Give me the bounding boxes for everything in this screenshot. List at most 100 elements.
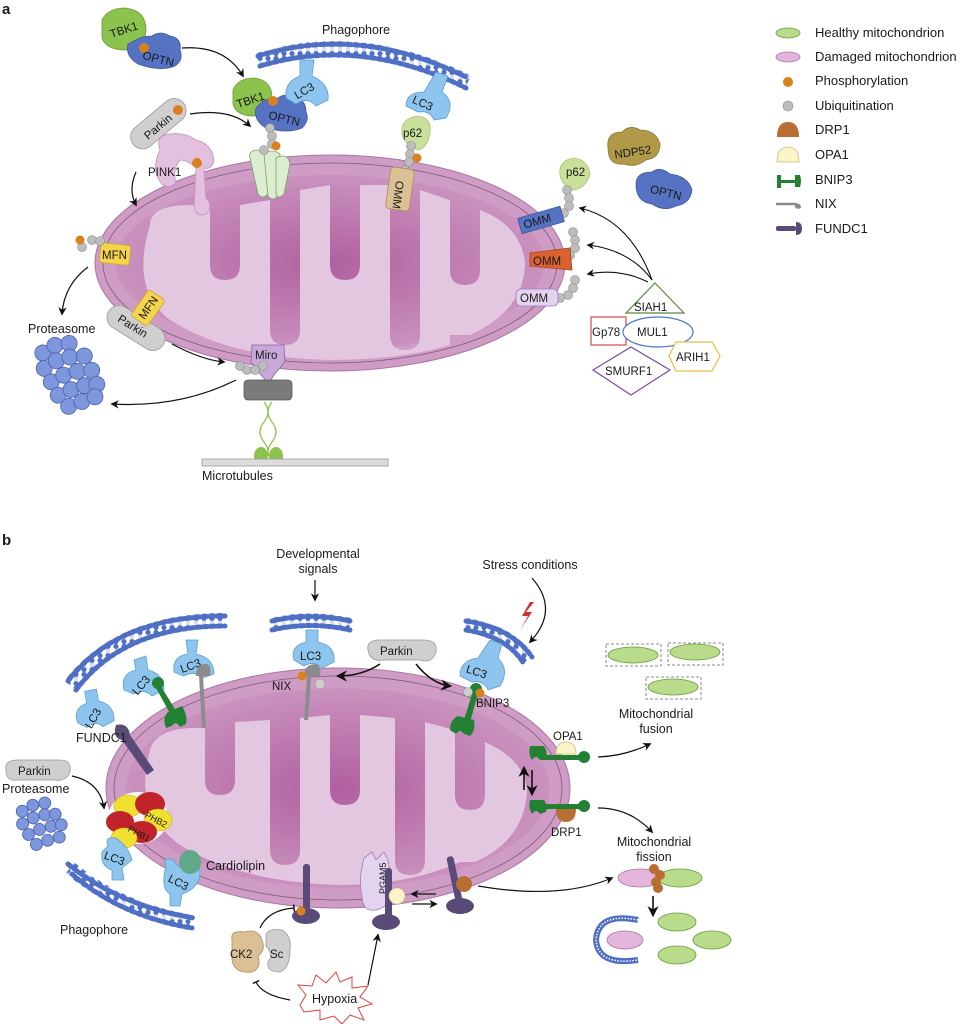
bnip3-drp1 [529,800,590,822]
lc3-a2: LC3 [405,71,451,121]
svg-text:FUNDC1: FUNDC1 [815,221,868,236]
legend-item-bnip3: BNIP3 [777,172,853,188]
lightning-icon [520,602,534,630]
ubiquitin-chains-right [555,185,580,303]
fission-label-line2: fission [636,850,671,864]
optn-right: OPTN [635,169,693,209]
omm-blue: OMM [517,205,565,235]
microtubule [201,458,389,467]
fission-label-line1: Mitochondrial [617,835,691,849]
bnip3-b-left [152,677,187,728]
bnip3-label: BNIP3 [476,698,509,710]
arrow-e3-to-omm-blue [578,205,653,281]
stress-conditions-label: Stress conditions [482,558,577,572]
fusion-label-line2: fusion [639,722,672,736]
legend-item-fundc1: FUNDC1 [776,221,868,236]
tom-channel [249,149,291,200]
mitophagy-engulfment [592,915,644,964]
arrow-to-fission [597,807,654,834]
lc3-b-phb: LC3 [101,837,133,881]
arrow-parkin-to-nix [335,663,381,682]
sc-label: Sc [270,949,284,961]
svg-text:Healthy mitochondrion: Healthy mitochondrion [815,25,944,40]
arrow-parkin-to-bnip3 [415,663,453,691]
parkin-left-b: Parkin [5,759,71,781]
pgam5-label: PGAM5 [378,862,388,894]
smurf1-label: SMURF1 [605,366,652,378]
fusion-label-line1: Mitochondrial [619,707,693,721]
mfn-1: MFN [98,242,132,266]
legend-item-damaged: Damaged mitochondrion [775,49,957,64]
arrow-parkin-to-mfn [129,171,137,207]
arrow-miro-to-proteasome [110,379,237,409]
legend-item-phosphorylation: Phosphorylation [783,73,908,88]
mul1: MUL1 [622,316,694,348]
lc3-b2: LC3 [122,655,165,698]
hypoxia-burst: Hypoxia [296,971,374,1024]
ubiquitin-chain-optn [259,123,281,155]
fundc1-b [114,724,154,775]
legend-item-opa1: OPA1 [776,146,849,163]
svg-text:Phosphorylation: Phosphorylation [815,73,908,88]
adaptor-complex [243,379,293,401]
hypoxia-label: Hypoxia [312,992,357,1006]
lc3-b-bnip3: LC3 [459,639,505,691]
siah1-label: SIAH1 [634,302,667,314]
svg-text:Damaged mitochondrion: Damaged mitochondrion [815,49,957,64]
omm-label-lilac: OMM [520,293,548,305]
tbk1-optn-complex-bound: TBK1 OPTN [232,77,308,132]
siah1: SIAH1 [624,282,686,314]
p62-label-a1: p62 [403,128,422,140]
gp78: Gp78 [590,316,627,346]
ck2-sc-complex: CK2 Sc [230,929,291,973]
ndp52: NDP52 [607,127,661,166]
legend-item-nix: NIX [776,196,837,211]
arrow-mfn-to-proteasome [58,266,89,316]
phagophore-label-b: Phagophore [60,923,128,937]
nix-b [297,664,326,720]
arrow-e3-to-omm-lilac [586,269,649,283]
panel-a-label: a [2,1,11,18]
svg-text:NIX: NIX [815,196,837,211]
ck2-label: CK2 [230,949,252,961]
inhibition-hypoxia-to-ck2 [252,979,291,1001]
microtubules-label: Microtubules [202,469,273,483]
fundc1-b-drp1 [446,856,474,914]
mul1-label: MUL1 [637,327,668,339]
parkin-label-left-b: Parkin [18,766,51,778]
arrow-to-fusion [597,743,652,758]
omm-label-top: OMM [389,180,405,210]
arrow-parkin-to-miro [171,343,226,366]
phagophore-membrane-b-bottom [65,861,197,931]
developmental-signals-line1: Developmental [276,547,359,561]
proteasome-label-a: Proteasome [28,322,95,336]
lc3-b-nix: LC3 [292,629,335,669]
gp78-label: Gp78 [592,327,620,339]
ubiquitin-chain-mfn [75,235,105,252]
fusion-mitochondria [605,642,724,700]
legend-item-drp1: DRP1 [777,122,850,137]
miro-label: Miro [255,350,277,362]
phb-complex: PHB2 PHB1 [106,792,173,849]
legend-item-healthy: Healthy mitochondrion [775,25,944,40]
arrow-e3-to-omm-red [586,241,653,281]
arih1-label: ARIH1 [676,352,710,364]
cardiolipin-label: Cardiolipin [206,859,265,873]
svg-text:Ubiquitination: Ubiquitination [815,98,894,113]
svg-text:DRP1: DRP1 [815,122,850,137]
proteasome-label-b: Proteasome [2,782,69,796]
bnip3-opa1 [529,741,590,763]
tbk1-optn-complex-free: TBK1 OPTN [101,7,182,69]
phagophore-membrane-b-bnip3 [463,618,535,667]
fundc1-label: FUNDC1 [76,731,127,745]
ubiquitin-chain-miro [235,361,268,375]
panel-b-label: b [2,532,11,549]
cardiolipin [179,850,201,874]
kinesin-motor [254,401,283,465]
fundc1-b-ck2 [292,864,320,924]
parkin-top-a: Parkin [130,98,187,150]
nix-b-left [196,664,211,728]
lc3-b1: LC3 [75,688,115,731]
smurf1: SMURF1 [591,346,672,396]
arrow-stress-conditions [528,577,547,644]
